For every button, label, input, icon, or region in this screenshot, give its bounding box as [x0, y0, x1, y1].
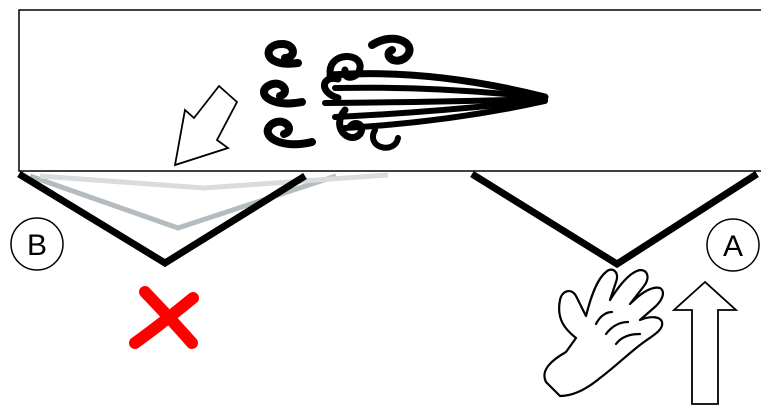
flap-a [470, 171, 759, 269]
label-b-text: B [27, 229, 47, 262]
cross-mark-icon [129, 286, 199, 349]
flap-b-ghost [29, 172, 389, 231]
hand-icon [543, 268, 665, 398]
wind-icon [260, 34, 549, 151]
flap-b [17, 171, 307, 268]
label-a: A [706, 218, 760, 272]
label-a-text: A [723, 230, 743, 263]
arrow-up-icon [671, 280, 739, 405]
label-b: B [10, 217, 64, 271]
arrow-down-left-icon [173, 84, 239, 167]
